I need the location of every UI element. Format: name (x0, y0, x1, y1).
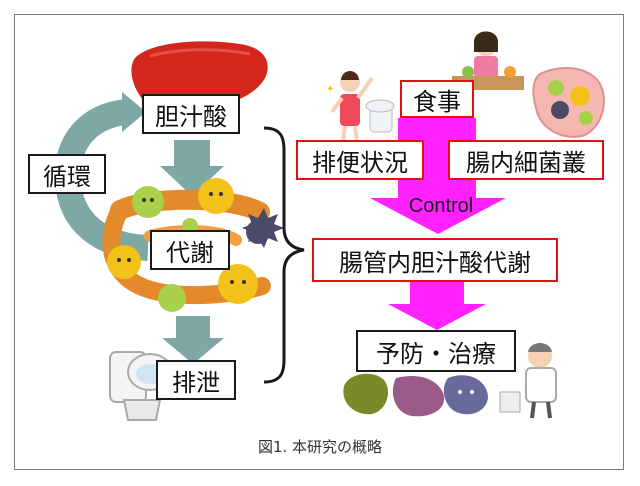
node-diet: 食事 (400, 80, 474, 118)
down-arrow-magenta (388, 282, 486, 330)
node-gut-flora: 腸内細菌叢 (448, 140, 604, 180)
node-circulation: 循環 (28, 154, 106, 194)
person-cheering-icon: ✦ (326, 71, 395, 143)
node-metabolism: 代謝 (150, 230, 230, 270)
doctor-icon (499, 343, 557, 419)
sick-organs-icon (343, 373, 488, 417)
gut-flora-bacteria-icon (532, 67, 605, 138)
bacteria-icon (107, 178, 284, 312)
node-excretion: 排泄 (156, 360, 236, 400)
control-label: Control (408, 195, 474, 217)
brace-icon (263, 126, 305, 384)
node-gut-bile-acid-metabolism: 腸管内胆汁酸代謝 (312, 238, 558, 282)
figure-caption: 図1. 本研究の概略 (257, 438, 383, 456)
node-bowel-condition: 排便状況 (296, 140, 424, 180)
down-arrow-teal-2 (162, 316, 224, 364)
svg-text:✦: ✦ (326, 84, 334, 95)
node-prevention-treatment: 予防・治療 (356, 330, 516, 372)
down-arrow-teal-1 (160, 140, 224, 196)
node-bile-acid: 胆汁酸 (142, 94, 240, 134)
